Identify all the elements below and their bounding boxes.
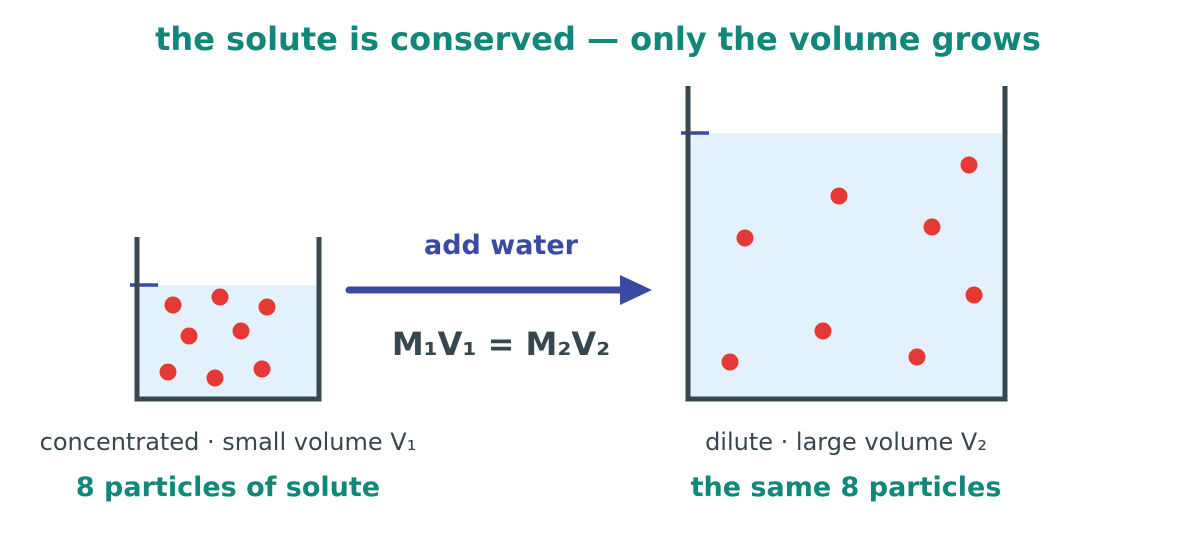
solute-particle — [923, 218, 941, 236]
solute-particle — [736, 229, 754, 247]
solute-particle — [180, 327, 198, 345]
solute-particle — [159, 363, 177, 381]
concentrated-beaker-outline — [134, 237, 322, 402]
dilution-arrow: add water M₁V₁ = M₂V₂ — [345, 230, 652, 363]
dilute-particles — [721, 156, 983, 371]
dilute-beaker-outline — [685, 86, 1008, 402]
add-water-label: add water — [424, 230, 579, 261]
dilute-particle-caption: the same 8 particles — [691, 472, 1002, 503]
dilution-equation: M₁V₁ = M₂V₂ — [392, 325, 610, 363]
solute-particle — [258, 298, 276, 316]
concentrated-particle-caption: 8 particles of solute — [76, 472, 380, 503]
solute-particle — [814, 322, 832, 340]
solute-particle — [721, 353, 739, 371]
concentrated-beaker — [130, 237, 322, 402]
dilute-beaker — [681, 86, 1008, 402]
concentrated-caption: concentrated · small volume V₁ — [40, 428, 417, 456]
solute-particle — [830, 187, 848, 205]
dilute-solution — [690, 133, 1003, 397]
solute-particle — [164, 296, 182, 314]
solute-particle — [908, 348, 926, 366]
solute-particle — [253, 360, 271, 378]
solute-particle — [206, 369, 224, 387]
arrow-head-icon — [620, 275, 652, 305]
diagram-title: the solute is conserved — only the volum… — [155, 20, 1041, 58]
solute-particle — [965, 286, 983, 304]
solute-particle — [960, 156, 978, 174]
concentrated-particles — [159, 288, 276, 387]
solute-particle — [232, 322, 250, 340]
dilute-caption: dilute · large volume V₂ — [705, 428, 987, 456]
solute-particle — [211, 288, 229, 306]
